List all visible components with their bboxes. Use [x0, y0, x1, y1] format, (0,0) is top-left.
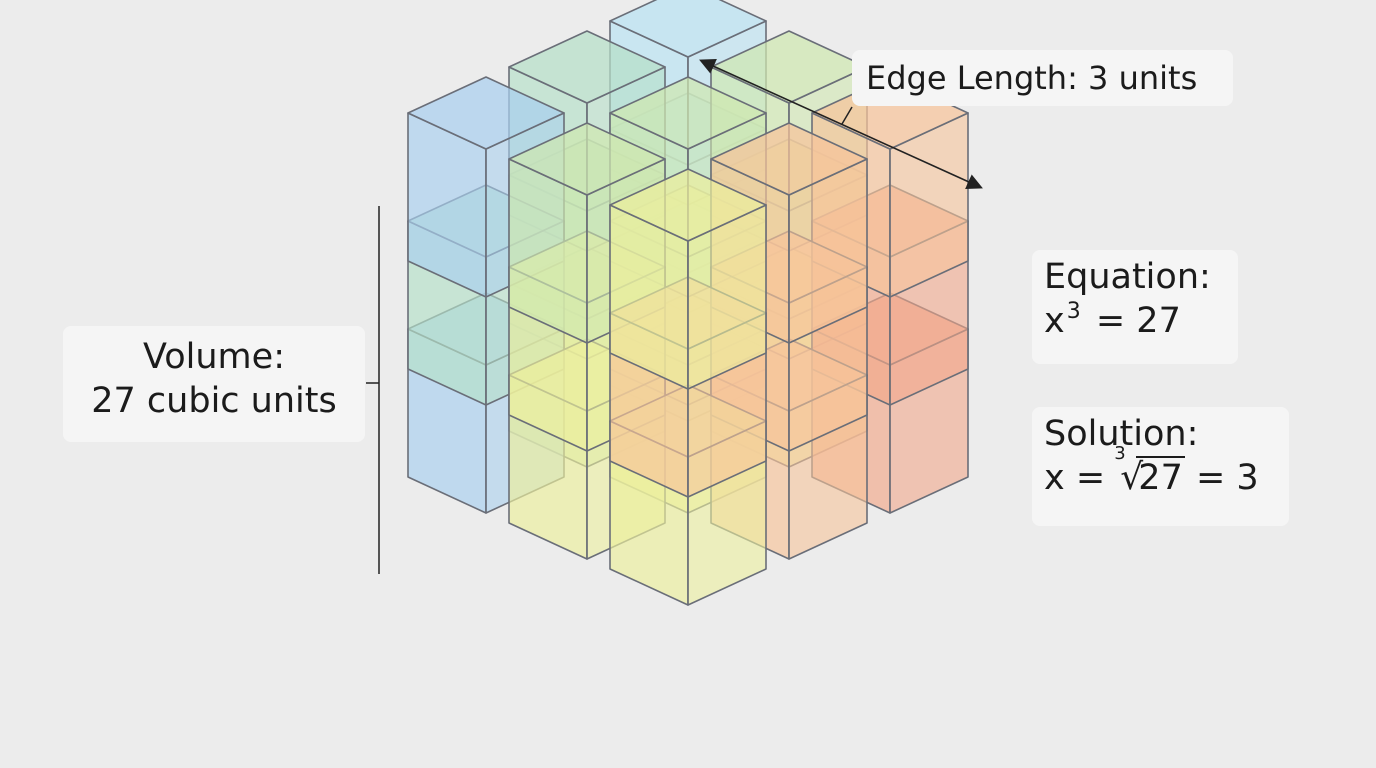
- unit-cube: [609, 168, 767, 390]
- cube-top-face: [508, 122, 666, 196]
- cube-top-face: [508, 30, 666, 104]
- unit-cubes: [407, 0, 969, 606]
- equation-exponent: 3: [1066, 298, 1081, 324]
- radicand: 27: [1136, 455, 1185, 498]
- equation-title: Equation:: [1044, 257, 1211, 297]
- radical-sign: √: [1120, 456, 1144, 498]
- root-index: 3: [1114, 442, 1126, 464]
- solution-rhs: = 3: [1184, 457, 1259, 498]
- equation-rhs: = 27: [1084, 300, 1181, 341]
- equation-label: Equation: x3 = 27: [1032, 250, 1238, 364]
- volume-value: 27 cubic units: [91, 380, 337, 421]
- equation-expression: x3 = 27: [1044, 298, 1238, 344]
- edge-length-label: Edge Length: 3 units: [852, 50, 1233, 106]
- volume-title: Volume:: [143, 337, 285, 377]
- volume-label: Volume: 27 cubic units: [63, 326, 365, 442]
- edge-length-leader: [841, 106, 853, 125]
- cube-root: 3√27: [1114, 443, 1185, 501]
- cube-top-face: [407, 76, 565, 150]
- solution-lhs: x =: [1044, 457, 1117, 498]
- solution-title: Solution:: [1044, 414, 1199, 454]
- cube-top-face: [609, 0, 767, 58]
- edge-length-arrow: [699, 58, 983, 190]
- edge-length-text: Edge Length: 3 units: [866, 59, 1198, 97]
- equation-base: x: [1044, 300, 1065, 341]
- solution-label: Solution: x = 3√27 = 3: [1032, 407, 1289, 526]
- solution-expression: x = 3√27 = 3: [1044, 443, 1289, 501]
